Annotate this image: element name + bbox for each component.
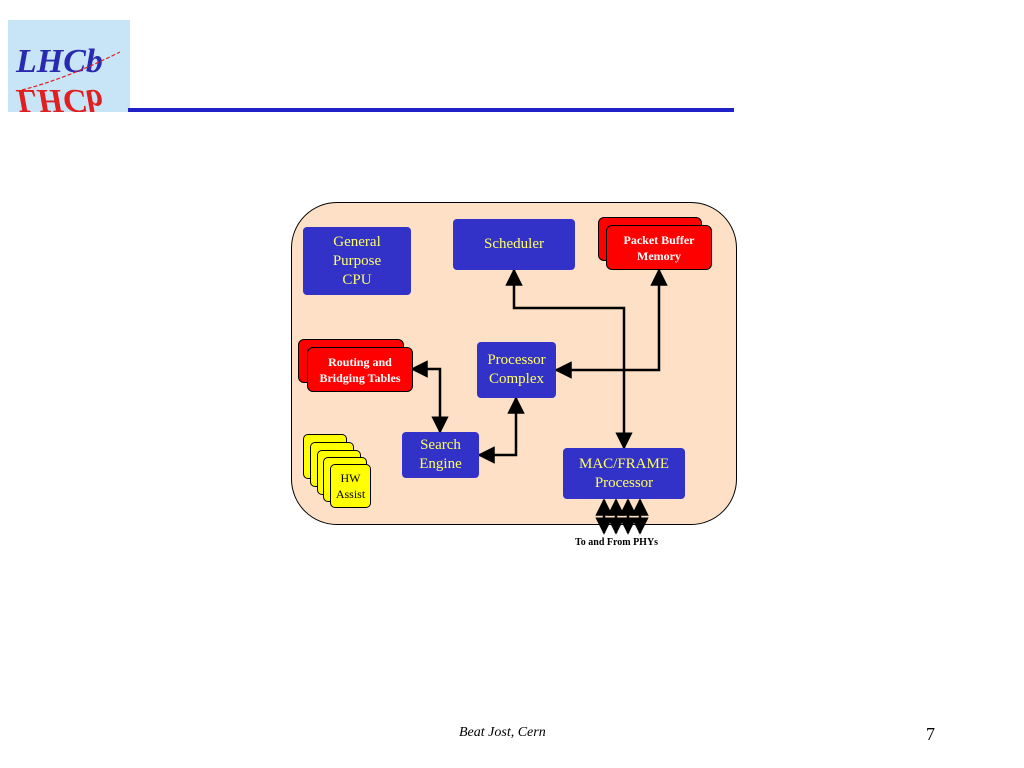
mac-frame-label-2: Processor (594, 474, 654, 491)
packet-buffer-memory-box: Packet Buffer Memory (606, 225, 712, 270)
packet-buffer-label-1: Packet Buffer (623, 232, 695, 247)
cpu-label-1: General (333, 233, 381, 250)
logo-track-curve (21, 51, 121, 91)
header-rule (128, 108, 734, 112)
phys-label: To and From PHYs (575, 537, 659, 548)
hw-assist-label-1: HW (340, 471, 361, 485)
scheduler-label: Scheduler (484, 236, 544, 252)
general-purpose-cpu-box: General Purpose CPU (303, 227, 411, 295)
scheduler-box: Scheduler (453, 219, 575, 270)
processor-complex-label-2: Complex (488, 371, 544, 387)
hw-assist-box: HW Assist (330, 464, 371, 508)
mac-frame-processor-box: MAC/FRAME Processor (563, 448, 685, 499)
hw-assist-label-2: Assist (335, 487, 366, 501)
processor-complex-box: Processor Complex (477, 342, 556, 398)
packet-buffer-label-2: Memory (637, 248, 681, 263)
logo-text-mirror: LHCb (15, 82, 103, 112)
lhcb-logo: LHCb LHCb (8, 20, 130, 119)
routing-label-1: Routing and (328, 354, 392, 369)
mac-frame-label-1: MAC/FRAME (578, 455, 670, 472)
search-engine-box: Search Engine (402, 432, 479, 478)
cpu-label-2: Purpose (332, 252, 382, 269)
search-engine-label-1: Search (420, 437, 461, 453)
routing-label-2: Bridging Tables (319, 370, 401, 385)
page-number: 7 (926, 724, 935, 744)
logo-text: LHCb (15, 43, 103, 80)
processor-complex-label-1: Processor (487, 352, 546, 368)
cpu-label-3: CPU (342, 271, 372, 288)
lhcb-logo-mark: LHCb LHCb (15, 43, 121, 119)
routing-tables-box: Routing and Bridging Tables (307, 347, 413, 392)
footer-author: Beat Jost, Cern (459, 725, 546, 740)
search-engine-label-2: Engine (419, 456, 462, 472)
